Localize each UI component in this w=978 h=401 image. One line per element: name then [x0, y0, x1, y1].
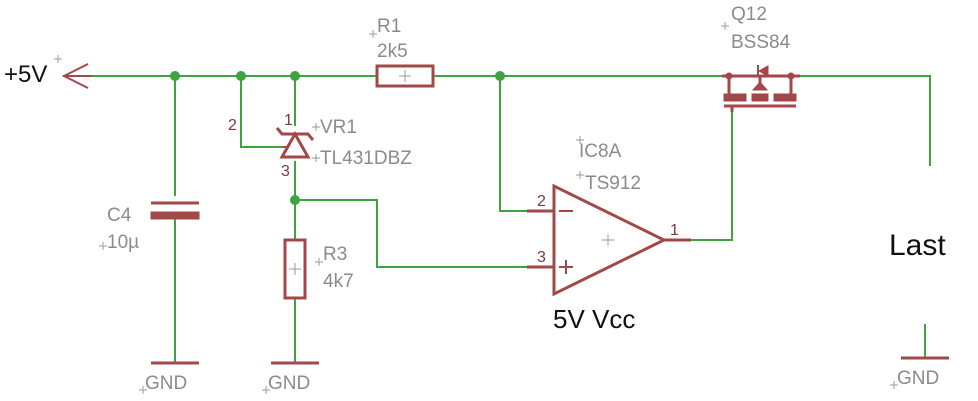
- vr1-value: TL431DBZ: [320, 148, 412, 169]
- opamp-ref: IC8A: [579, 141, 622, 162]
- noninv-input-wire: [294, 199, 528, 268]
- q12-diode-icon: [757, 65, 769, 77]
- vr1-triangle: [279, 130, 311, 159]
- r1-body: [375, 64, 435, 88]
- c4-plate-bottom: [150, 211, 200, 220]
- junction-vr1-ref: [236, 71, 246, 81]
- junction-inv-input: [495, 71, 505, 81]
- supply-label: +5V: [4, 61, 47, 88]
- vr1-pin-ref: 2: [228, 117, 237, 134]
- opamp-pin-inv: 2: [537, 193, 546, 210]
- ground-label: GND: [145, 373, 187, 394]
- q12-drain-wire: [799, 75, 931, 166]
- opamp-body: [552, 183, 668, 297]
- vr1-pin-anode: 3: [281, 163, 290, 180]
- load-label: Last: [889, 229, 946, 262]
- supply-arrow-icon: [61, 63, 92, 89]
- junction-vr1-anode: [290, 195, 300, 205]
- ground-label: GND: [268, 373, 310, 394]
- wires: [63, 75, 931, 363]
- q12-value: BSS84: [731, 32, 791, 53]
- shunt-regulator-vr1: 2 1 3 VR1 TL431DBZ: [228, 112, 412, 180]
- resistor-r3: R3 4k7: [283, 238, 354, 300]
- resistor-r1: R1 2k5: [369, 16, 435, 88]
- capacitor-c4: C4 10µ: [99, 201, 200, 253]
- c4-ref: C4: [107, 205, 132, 226]
- opamp-value: TS912: [585, 173, 641, 194]
- junction-c4: [170, 71, 180, 81]
- mosfet-q12: Q12 BSS84: [721, 4, 800, 112]
- vr1-ref: VR1: [320, 117, 357, 138]
- q12-pad-left: [723, 93, 747, 102]
- opamp-pin-noninv: 3: [537, 249, 546, 266]
- opamp-supply-note: 5V Vcc: [553, 304, 635, 334]
- q12-pad-mid: [751, 93, 769, 102]
- vr1-ref-wire: [240, 75, 284, 148]
- opamp-ic8a: 2 3 1 IC8A TS912 5V Vcc: [527, 136, 691, 334]
- supply-symbol: +5V: [4, 55, 92, 89]
- r3-value: 4k7: [323, 271, 354, 292]
- r1-ref: R1: [377, 16, 401, 37]
- vr1-cathode-bar: [275, 127, 315, 141]
- c4-value: 10µ: [107, 232, 139, 253]
- opamp-pin-out: 1: [670, 222, 679, 239]
- ground-load: GND: [890, 356, 949, 389]
- junctions: [170, 71, 505, 205]
- r1-value: 2k5: [377, 41, 408, 62]
- ground-label: GND: [897, 368, 939, 389]
- junction-vr1-cathode: [290, 71, 300, 81]
- inv-input-wire: [499, 75, 528, 212]
- r3-body: [283, 238, 307, 300]
- ground-r3: GND: [262, 361, 319, 394]
- q12-body-arrow-icon: [751, 81, 769, 91]
- q12-ref: Q12: [731, 4, 767, 25]
- q12-pad-right: [773, 93, 797, 102]
- vr1-pin-cathode: 1: [284, 112, 293, 129]
- opamp-output-wire: [690, 105, 733, 241]
- r3-ref: R3: [323, 244, 347, 265]
- ground-c4: GND: [139, 361, 199, 394]
